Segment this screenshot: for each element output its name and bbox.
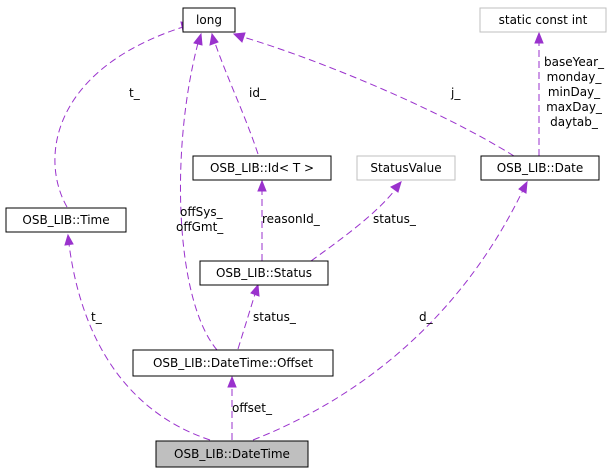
node-long[interactable]: long	[182, 7, 236, 33]
const-label-1: monday_	[547, 70, 603, 84]
node-status-value[interactable]: StatusValue	[356, 155, 456, 181]
edge-label-j-long: j_	[450, 86, 461, 100]
node-date[interactable]: OSB_LIB::Date	[480, 155, 600, 181]
node-status-value-label: StatusValue	[370, 161, 441, 175]
edge-status-id	[257, 179, 267, 261]
node-time[interactable]: OSB_LIB::Time	[5, 207, 127, 233]
edge-label-offset-status: status_	[253, 310, 297, 324]
edge-time-long	[54, 21, 194, 208]
edge-datetime-offset	[227, 375, 237, 440]
edge-label-t-long: t_	[129, 86, 141, 100]
edge-date-long	[232, 32, 515, 157]
node-date-label: OSB_LIB::Date	[497, 161, 584, 175]
node-id-t[interactable]: OSB_LIB::Id< T >	[192, 155, 332, 181]
node-status-label: OSB_LIB::Status	[216, 266, 312, 280]
edge-datetime-date	[252, 180, 528, 441]
edge-label-reasonid: reasonId_	[262, 212, 321, 226]
node-id-t-label: OSB_LIB::Id< T >	[210, 161, 314, 175]
node-long-label: long	[196, 13, 222, 27]
edge-label-offgmt: offGmt_	[176, 220, 224, 234]
node-datetime[interactable]: OSB_LIB::DateTime	[155, 440, 309, 468]
edge-id-long	[209, 32, 259, 155]
edge-label-status-value: status_	[373, 212, 417, 226]
node-status[interactable]: OSB_LIB::Status	[199, 260, 329, 286]
edge-status-statusvalue	[310, 181, 402, 262]
edge-offset-status	[237, 283, 260, 350]
const-label-2: minDay_	[548, 85, 601, 99]
const-label-4: daytab_	[550, 115, 599, 129]
edge-label-offsys: offSys_	[180, 205, 224, 219]
edge-label-id-long: id_	[249, 86, 267, 100]
edge-label-offset: offset_	[232, 401, 273, 415]
node-time-label: OSB_LIB::Time	[22, 213, 109, 227]
edge-label-date-consts: baseYear_ monday_ minDay_ maxDay_ daytab…	[544, 55, 605, 129]
node-offset-label: OSB_LIB::DateTime::Offset	[153, 356, 313, 370]
edge-offset-long	[179, 32, 218, 351]
edge-date-static-const	[534, 31, 544, 156]
edge-label-t-time: t_	[91, 310, 103, 324]
const-label-3: maxDay_	[546, 100, 603, 114]
node-datetime-label: OSB_LIB::DateTime	[174, 447, 290, 461]
node-static-const-int-label: static const int	[499, 13, 588, 27]
const-label-0: baseYear_	[544, 55, 605, 69]
edge-datetime-time	[64, 233, 211, 441]
node-static-const-int[interactable]: static const int	[479, 7, 607, 33]
node-offset[interactable]: OSB_LIB::DateTime::Offset	[132, 349, 334, 377]
edge-label-d-date: d_	[419, 310, 434, 324]
